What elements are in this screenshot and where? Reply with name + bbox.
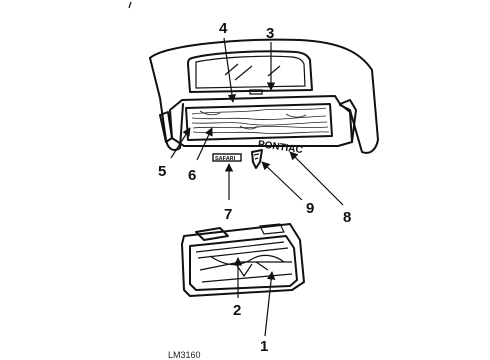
- callout-1: 1: [260, 338, 268, 355]
- figure-code: LM3160: [168, 350, 201, 360]
- leader-6: [196, 127, 213, 161]
- callouts: 4 3 5 6 7 9 8 2 1: [158, 20, 351, 355]
- pontiac-nameplate-text: PONTIAC: [257, 139, 303, 156]
- callout-4: 4: [219, 20, 228, 37]
- model-nameplate-text: SAFARI: [215, 156, 236, 162]
- tailgate-assembly: [149, 38, 379, 154]
- tail-lamp-assembly: [181, 223, 305, 297]
- woodgrain-applique: [185, 103, 333, 141]
- leader-4: [223, 37, 237, 103]
- leader-8: [289, 151, 344, 206]
- callout-7: 7: [224, 206, 232, 223]
- callout-6: 6: [188, 167, 196, 184]
- leader-lines: [170, 37, 344, 337]
- callout-9: 9: [306, 200, 314, 217]
- crest-emblem: [251, 149, 263, 169]
- callout-8: 8: [343, 209, 351, 226]
- model-nameplate: SAFARI: [212, 153, 242, 162]
- leader-5: [170, 127, 191, 159]
- callout-2: 2: [233, 302, 241, 319]
- leader-9: [261, 161, 303, 201]
- callout-3: 3: [266, 25, 274, 42]
- stray-mark: [128, 1, 132, 9]
- leader-1: [264, 271, 276, 337]
- callout-5: 5: [158, 163, 166, 180]
- pontiac-nameplate: PONTIAC: [257, 139, 303, 156]
